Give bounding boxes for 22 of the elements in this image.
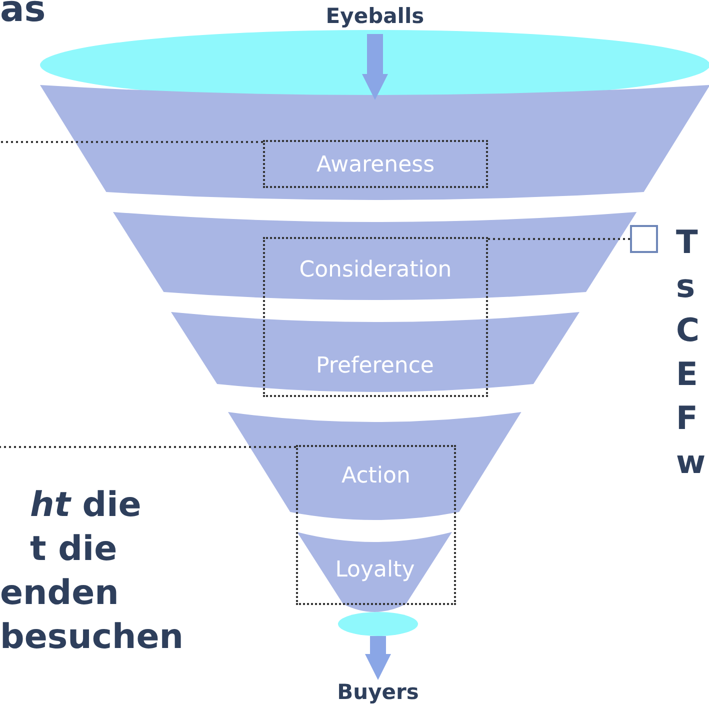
stage-label: Preference: [315, 354, 435, 378]
stage-label: Action: [340, 464, 412, 488]
dotted-group-frame: [296, 445, 456, 605]
slide-text-fragment: s: [676, 270, 696, 302]
checkbox-square: [630, 225, 658, 253]
slide-text-fragment: ht die: [30, 488, 142, 522]
slide-text-fragment: C: [676, 314, 700, 346]
slide-text-fragment: w: [676, 446, 706, 478]
slide-text-fragment: t die: [30, 532, 118, 566]
funnel-endpoint-label: Eyeballs: [324, 4, 426, 28]
stage-label: Loyalty: [334, 558, 416, 582]
slide-text-fragment: besuchen: [0, 620, 184, 654]
slide-text-fragment: as: [0, 0, 46, 28]
slide-text-fragment: enden: [0, 576, 119, 610]
dotted-group-frame: [263, 237, 488, 397]
dotted-group-frame: [263, 140, 488, 188]
slide-text-fragment: F: [676, 402, 698, 434]
funnel-endpoint-label: Buyers: [336, 680, 420, 704]
slide-text-fragment: E: [676, 358, 698, 390]
stage-label: Consideration: [298, 258, 453, 282]
stage-label: Awareness: [315, 152, 436, 178]
slide-text-fragment: T: [676, 226, 698, 258]
